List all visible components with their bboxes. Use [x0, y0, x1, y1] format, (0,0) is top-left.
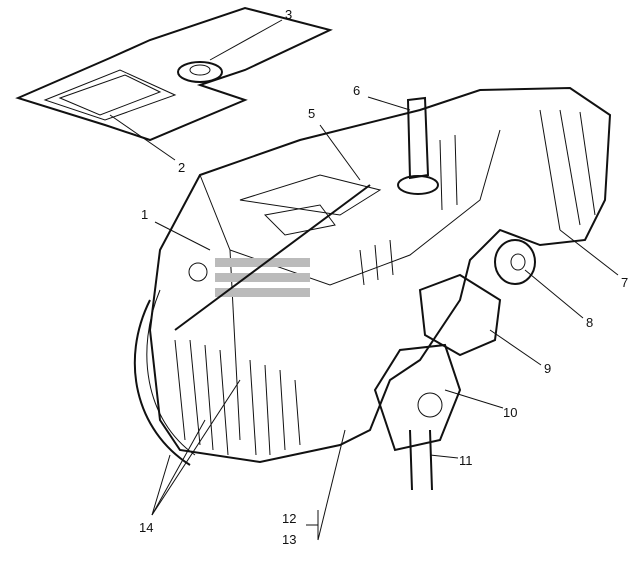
watermark-bars — [215, 258, 310, 297]
callout-8: 8 — [586, 315, 594, 330]
housing-shading — [174, 109, 596, 456]
gearbox-housing — [133, 86, 612, 466]
cover-gasket — [15, 6, 333, 142]
callout-11: 11 — [459, 453, 473, 468]
callout-5: 5 — [308, 106, 316, 121]
valve-block — [418, 273, 502, 357]
shift-rod — [174, 184, 371, 331]
leader-lines — [109, 19, 619, 541]
outlet-pipe — [409, 429, 433, 491]
callout-10: 10 — [503, 405, 518, 420]
pulley — [494, 239, 536, 285]
callout-9: 9 — [544, 361, 552, 376]
callout-1: 1 — [141, 207, 149, 222]
callout-13: 13 — [282, 532, 297, 547]
shift-lever — [397, 96, 439, 195]
callout-2: 2 — [178, 160, 186, 175]
pump-flange — [373, 343, 462, 452]
callout-7: 7 — [621, 275, 629, 290]
callout-6: 6 — [353, 83, 361, 98]
callout-3: 3 — [285, 7, 293, 22]
callout-12: 12 — [282, 511, 297, 526]
callout-14: 14 — [139, 520, 154, 535]
